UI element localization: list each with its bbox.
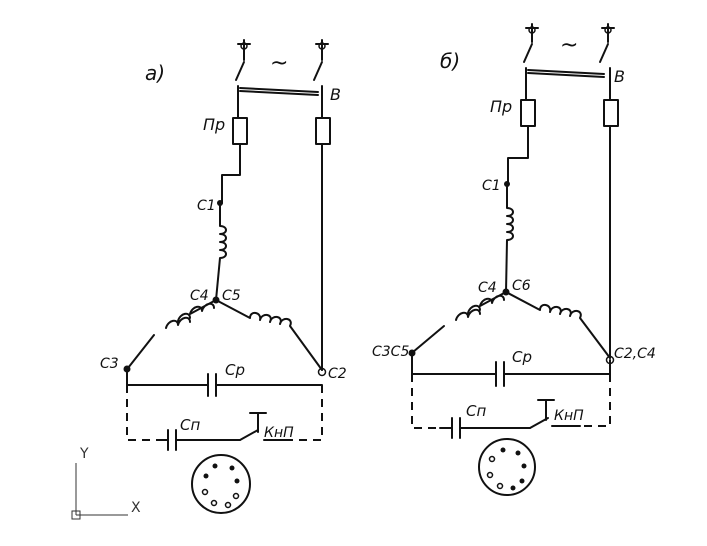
fuse-a-label: Пр [203, 115, 225, 134]
terminal-b-left [525, 23, 539, 43]
label-b-c6: С6 [512, 278, 531, 294]
label-a-c2: С2 [328, 366, 347, 382]
label-b-c2c4: С2,С4 [614, 346, 656, 362]
fuse-b-right [603, 99, 619, 127]
coil-b-vertical [505, 186, 514, 293]
coil-b-right [505, 291, 611, 359]
label-b-c4: С4 [478, 280, 497, 296]
diagram-b-ac-symbol: ~ [560, 33, 578, 58]
label-b-button: КнП [554, 408, 584, 424]
label-a-cp: Сп [180, 416, 200, 434]
terminal-board-a [191, 454, 251, 514]
label-b-c3c5: С3С5 [372, 344, 409, 360]
diagram-a-ac-symbol: ~ [270, 51, 288, 76]
fuse-a-right [315, 117, 331, 145]
ucs-y-label: Y [79, 446, 89, 462]
node-b-c1 [504, 181, 510, 187]
coil-a-vertical [215, 205, 227, 301]
diagram-b-caption: б) [440, 49, 460, 73]
label-a-button: КнП [264, 425, 294, 441]
start-button-b [529, 399, 581, 429]
label-a-c5: С5 [222, 288, 241, 304]
ucs-axis-icon: Y X [71, 446, 141, 520]
label-a-c1: С1 [197, 198, 216, 214]
coil-a-right [215, 299, 323, 371]
fuse-b-label: Пр [490, 97, 512, 116]
label-b-cp: Сп [466, 402, 486, 420]
node-a-c1 [217, 200, 223, 206]
label-b-c1: С1 [482, 178, 501, 194]
fuse-b-left [520, 99, 536, 127]
terminal-b-right [601, 23, 615, 43]
node-a-c2 [317, 367, 327, 377]
switch-a-label: В [330, 85, 341, 104]
terminal-a-left [237, 39, 251, 61]
label-a-c4: С4 [190, 288, 209, 304]
diagram-a: а) ~ В Пр С1 [100, 39, 347, 514]
switch-a [235, 61, 323, 119]
start-button-a [239, 412, 291, 441]
ucs-x-label: X [131, 500, 141, 516]
coil-a-left [127, 299, 217, 369]
coil-b-left [412, 291, 507, 353]
label-a-cr: Ср [225, 361, 245, 379]
fuse-a-left [232, 117, 248, 145]
label-a-c3: С3 [100, 356, 119, 372]
diagram-a-caption: а) [145, 61, 165, 85]
diagram-b: б) ~ В Пр С1 С4 С6 [372, 23, 656, 496]
terminal-a-right [315, 39, 329, 61]
switch-b-label: В [614, 67, 625, 86]
label-b-cr: Ср [512, 348, 532, 366]
switch-b [523, 43, 611, 101]
terminal-board-b [478, 438, 536, 496]
